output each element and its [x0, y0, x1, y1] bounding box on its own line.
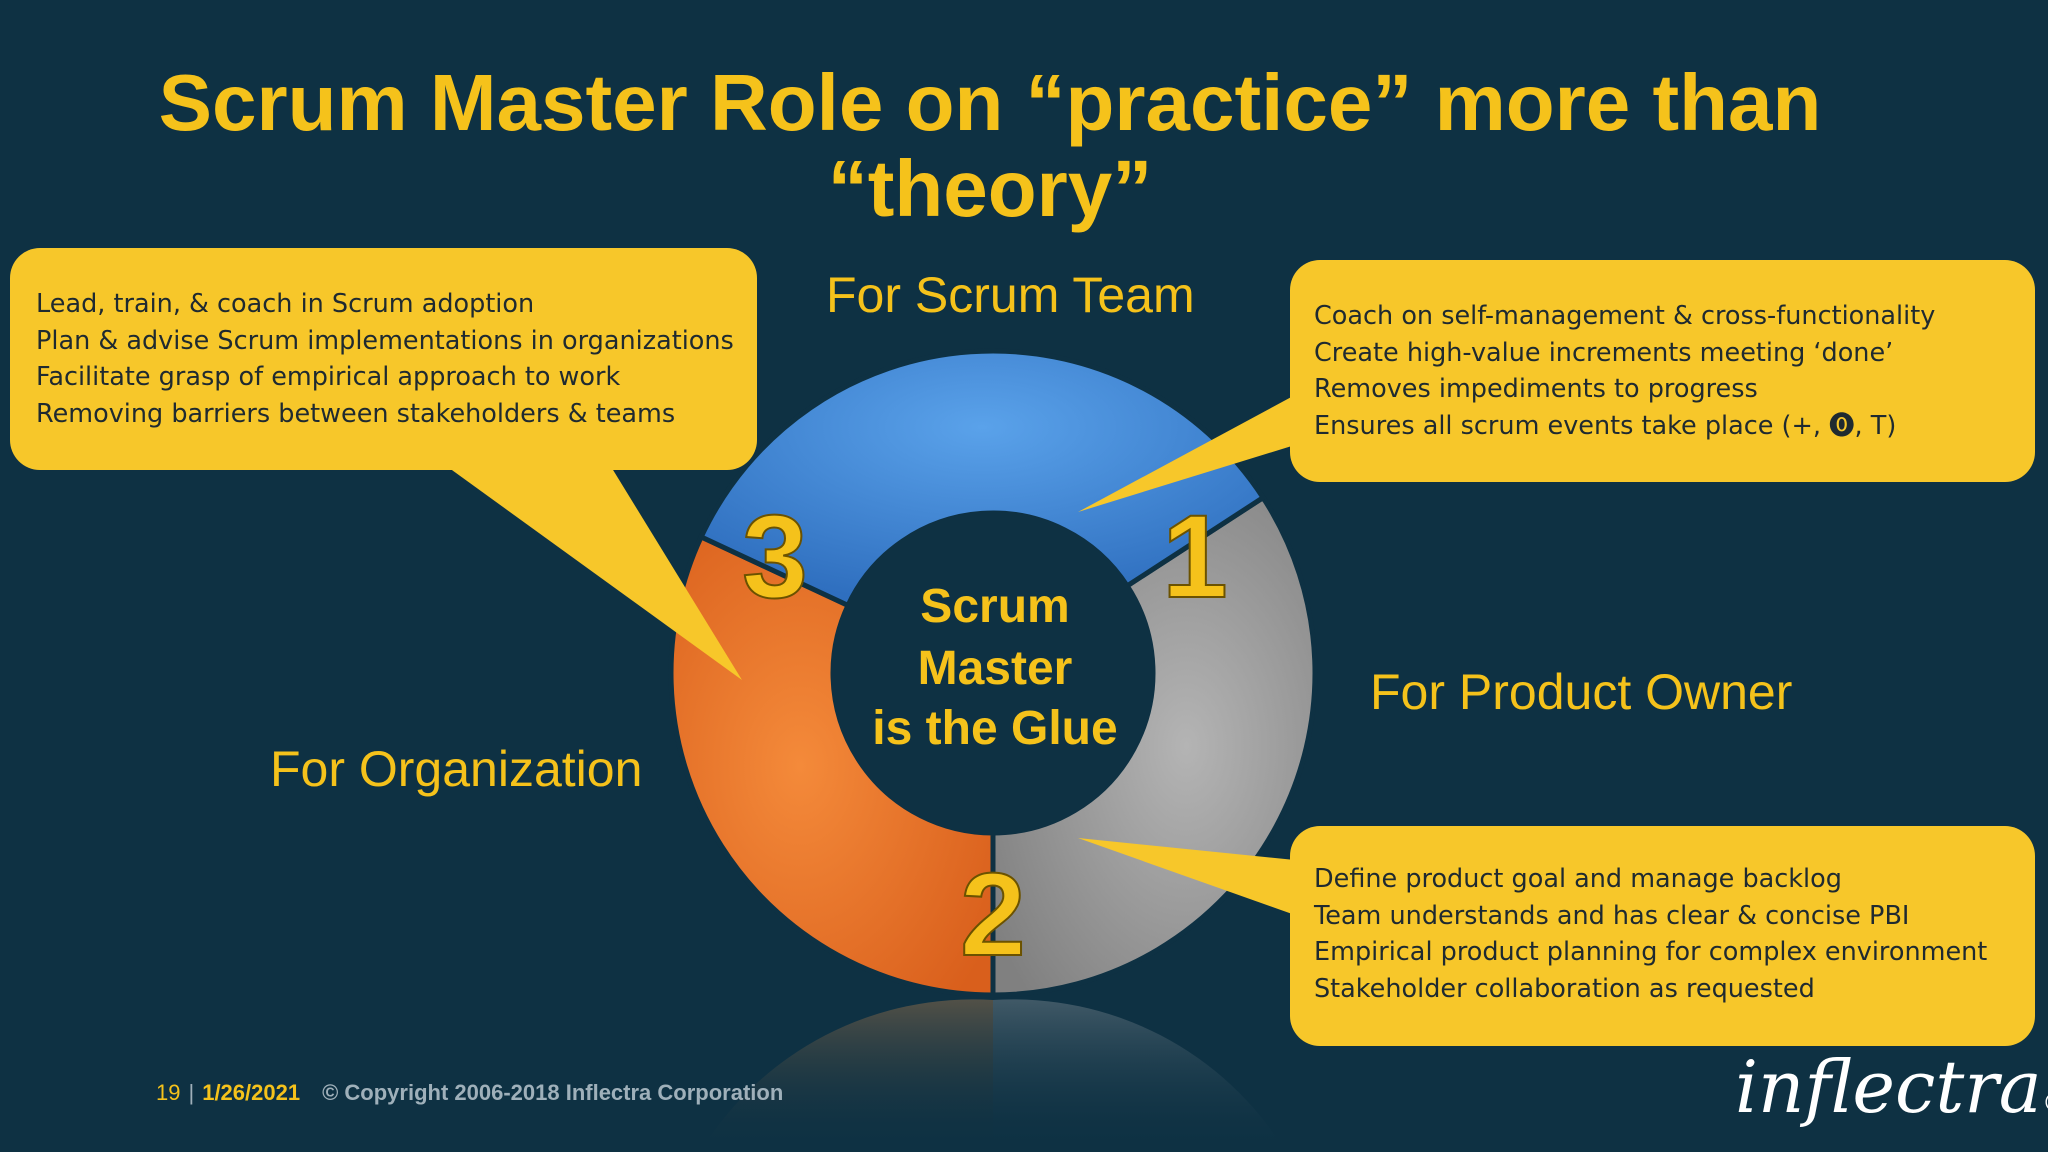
callout-organization-bubble: [10, 248, 757, 680]
label-scrum-team: For Scrum Team: [826, 267, 1195, 323]
callout-team-line: Coach on self-management & cross-functio…: [1314, 301, 1936, 331]
callout-team-line: Removes impediments to progress: [1314, 374, 1758, 404]
ring-reflection-right: [993, 999, 1286, 1152]
callout-organization-line: Plan & advise Scrum implementations in o…: [36, 325, 734, 356]
callout-product-owner-line: Stakeholder collaboration as requested: [1314, 973, 1815, 1004]
callout-team-bubble: [1078, 260, 2035, 512]
segment-number-3: 3: [742, 491, 808, 623]
callout-product-owner-line: Empirical product planning for complex e…: [1314, 937, 1988, 967]
callout-organization-line: Removing barriers between stakeholders &…: [36, 398, 676, 429]
callout-product-owner-line: Team understands and has clear & concise…: [1314, 900, 1910, 931]
callout-organization-line: Lead, train, & coach in Scrum adoption: [36, 289, 535, 319]
inflectra-logo: inflectra®: [1735, 1045, 2048, 1129]
segment-number-2: 2: [960, 849, 1026, 981]
page-number: 19: [156, 1080, 181, 1105]
center-circle: [831, 511, 1155, 835]
label-product-owner: For Product Owner: [1370, 664, 1793, 720]
slide-date: 1/26/2021: [202, 1080, 301, 1105]
callout-product-owner: Define product goal and manage backlog T…: [1314, 861, 1987, 1007]
callout-product-owner-bubble: [1078, 826, 2035, 1046]
callout-product-owner-line: Define product goal and manage backlog: [1314, 864, 1842, 894]
copyright: © Copyright 2006-2018 Inflectra Corporat…: [322, 1080, 784, 1105]
footer-separator: |: [188, 1080, 195, 1105]
callout-organization: Lead, train, & coach in Scrum adoption P…: [36, 286, 734, 432]
logo-text: inflectra: [1735, 1045, 2042, 1129]
center-line-1: Scrum: [920, 580, 1069, 633]
ring-reflection-left: [700, 999, 993, 1152]
callout-team-line: Create high-value increments meeting ‘do…: [1314, 337, 1894, 368]
callout-organization-line: Facilitate grasp of empirical approach t…: [36, 362, 621, 392]
registered-mark: ®: [2042, 1086, 2048, 1119]
center-line-2: Master: [918, 642, 1073, 695]
slide-footer: 19 | 1/26/2021 © Copyright 2006-2018 Inflec…: [156, 1080, 783, 1106]
center-line-3: is the Glue: [872, 702, 1117, 755]
slide-title: Scrum Master Role on “practice” more tha…: [158, 58, 1822, 233]
callout-team: Coach on self-management & cross-functio…: [1314, 298, 1935, 444]
label-organization: For Organization: [270, 741, 643, 797]
callout-team-line: Ensures all scrum events take place (+, …: [1314, 410, 1897, 441]
segment-number-1: 1: [1162, 491, 1228, 623]
